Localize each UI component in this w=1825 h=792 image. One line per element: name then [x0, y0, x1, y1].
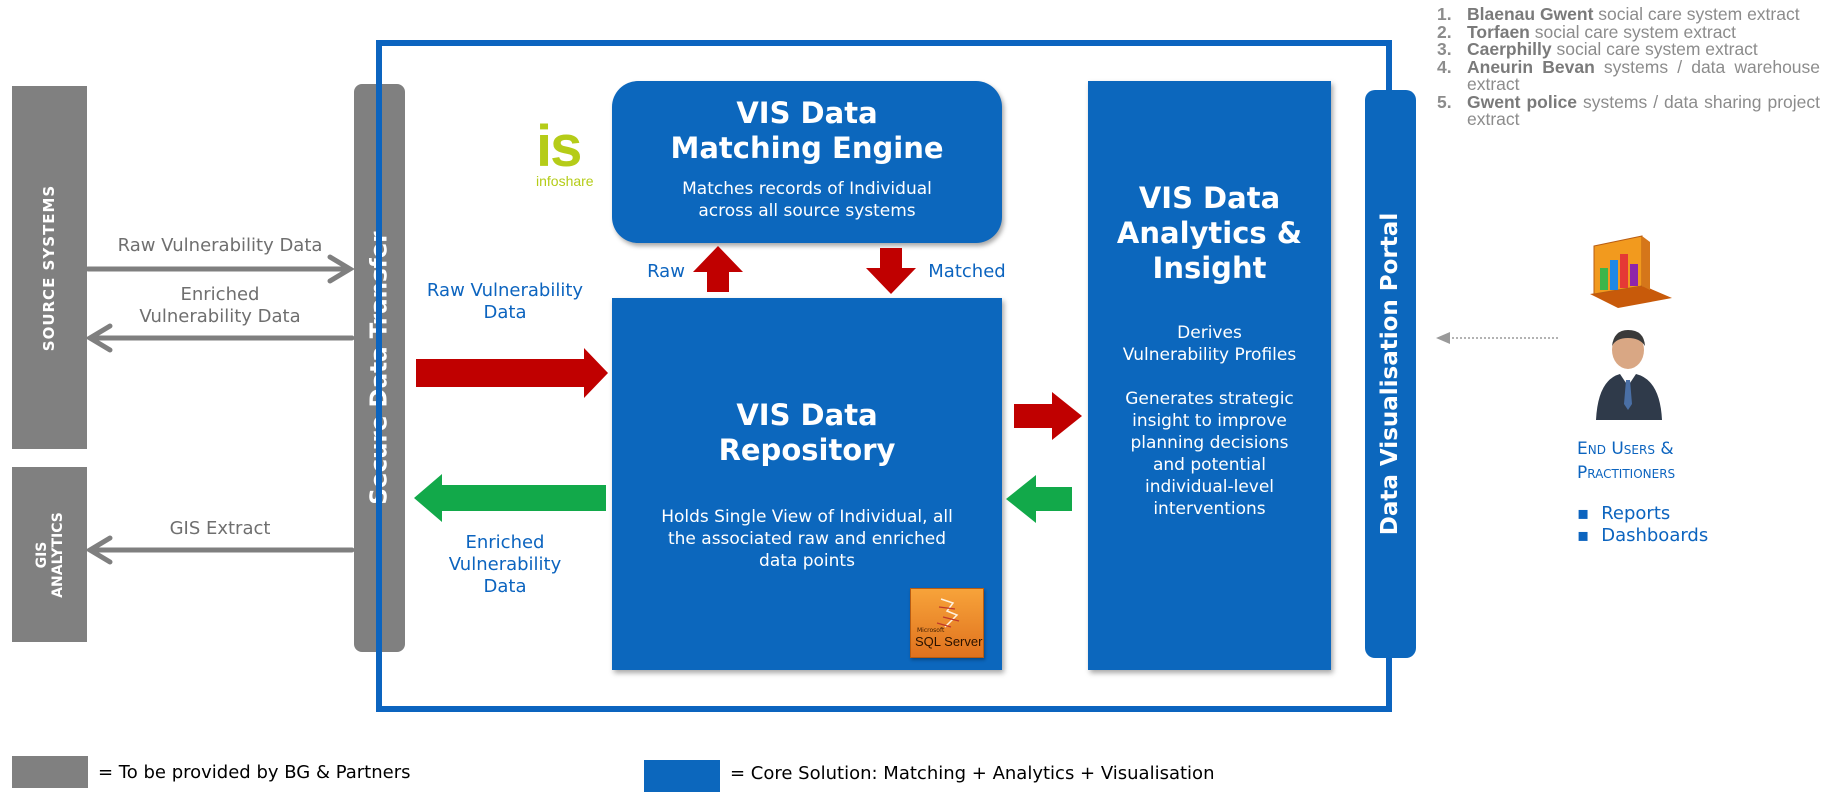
data-visualisation-portal-label: Data Visualisation Portal — [1377, 212, 1404, 536]
repository-title: VIS Data Repository — [718, 398, 896, 467]
legend-blue-text: = Core Solution: Matching + Analytics + … — [730, 763, 1215, 784]
source-systems-label: SOURCE SYSTEMS — [40, 184, 59, 351]
end-users-list: Reports Dashboards — [1577, 503, 1708, 547]
source-item: 1.Blaenau Gwent social care system extra… — [1437, 4, 1800, 24]
enriched-vulnerability-data-label: Enriched Vulnerability Data — [139, 284, 301, 327]
source-item: 5.Gwent police systems / data sharing pr… — [1437, 91, 1821, 129]
raw-vulnerability-blue-label: Raw Vulnerability Data — [426, 280, 584, 323]
raw-label: Raw — [647, 261, 685, 282]
legend-gray-swatch — [12, 756, 88, 788]
source-item: 2.Torfaen social care system extract — [1437, 21, 1737, 42]
analytics-derives-text: Derives Vulnerability Profiles — [1122, 323, 1297, 365]
chart-icon — [1590, 235, 1672, 308]
source-systems-list: 1.Blaenau Gwent social care system extra… — [1437, 4, 1821, 129]
analytics-generates-text: Generates strategic insight to improve p… — [1125, 389, 1294, 519]
legend-gray-text: = To be provided by BG & Partners — [98, 762, 411, 783]
repository-box: VIS Data Repository Holds Single View of… — [612, 298, 1002, 670]
end-users-arrow — [1436, 332, 1558, 344]
reports-item: Reports — [1577, 503, 1708, 525]
matching-engine-title: VIS Data Matching Engine — [670, 96, 944, 165]
sql-server-icon: Microsoft SQL Server — [910, 588, 984, 658]
raw-data-arrow — [85, 254, 355, 284]
gis-analytics-label: GIS ANALYTICS — [33, 511, 66, 598]
enriched-vulnerability-blue-label: Enriched Vulnerability Data — [448, 532, 562, 597]
source-item: 3.Caerphilly social care system extract — [1437, 39, 1758, 59]
analytics-insight-box: VIS Data Analytics & Insight Derives Vul… — [1088, 81, 1331, 670]
data-visualisation-portal-bar: Data Visualisation Portal — [1365, 90, 1416, 658]
infoshare-logo: is infoshare — [536, 114, 594, 189]
gis-extract-arrow — [85, 535, 355, 565]
matched-label: Matched — [928, 261, 1006, 282]
source-item: 4.Aneurin Bevan systems / data warehouse… — [1437, 56, 1821, 94]
repository-description: Holds Single View of Individual, all the… — [661, 507, 953, 571]
user-icon — [1596, 330, 1662, 420]
source-systems-box: SOURCE SYSTEMS — [12, 86, 87, 449]
gis-analytics-box: GIS ANALYTICS — [12, 467, 87, 642]
analytics-insight-title: VIS Data Analytics & Insight — [1116, 181, 1303, 285]
matching-engine-box: VIS Data Matching Engine Matches records… — [612, 81, 1002, 243]
raw-vulnerability-data-label: Raw Vulnerability Data — [117, 235, 323, 256]
gis-extract-label: GIS Extract — [169, 518, 271, 539]
end-users-title: End Users & Practitioners — [1577, 439, 1676, 483]
dashboards-item: Dashboards — [1577, 525, 1708, 547]
matching-engine-description: Matches records of Individual across all… — [682, 179, 932, 221]
legend-blue-swatch — [644, 760, 720, 792]
enriched-data-arrow — [85, 323, 355, 353]
